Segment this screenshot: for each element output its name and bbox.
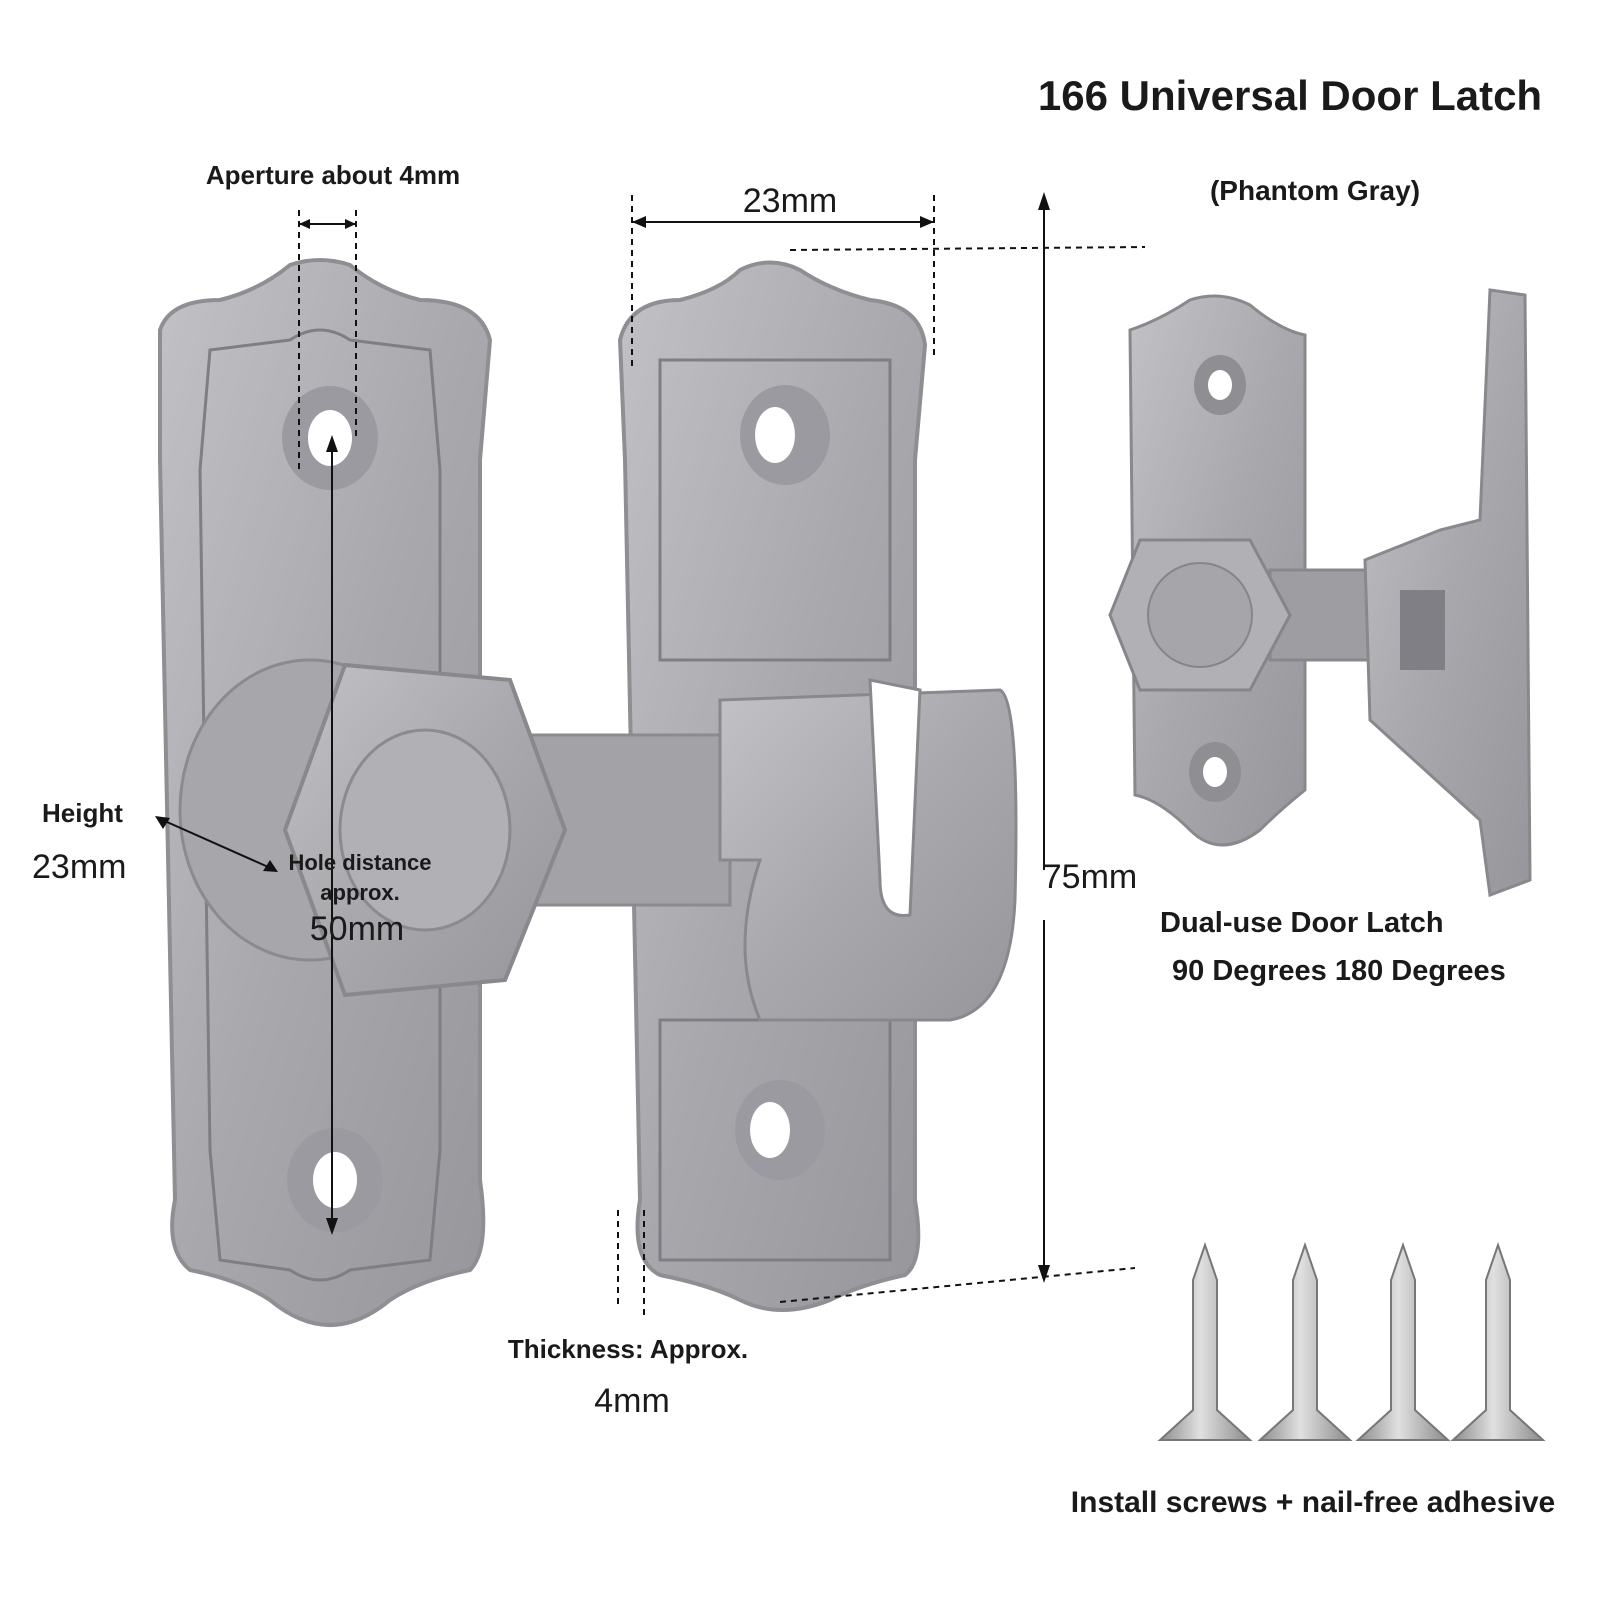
dimension-lines [157,195,1146,1320]
product-title: 166 Universal Door Latch [1038,72,1542,119]
hole-distance-approx: approx. [320,880,399,905]
latch-bar [518,678,1018,1022]
hole-distance-value: 50mm [310,910,404,948]
thickness-label: Thickness: Approx. [508,1334,748,1364]
color-name: (Phantom Gray) [1210,175,1420,206]
screw [1157,1241,1253,1441]
degrees-label: 90 Degrees 180 Degrees [1172,955,1506,987]
hex-knob [178,658,568,998]
screw [1355,1241,1451,1441]
dimension-arrows [155,192,1050,1283]
width-label: 23mm [743,182,837,220]
screw [1450,1241,1546,1441]
hole-distance-label: Hole distance [288,850,431,875]
screws [1157,1241,1546,1441]
side-view-latch [1108,288,1532,898]
thickness-value: 4mm [594,1382,670,1420]
screw [1257,1241,1353,1441]
length-label: 75mm [1043,858,1137,896]
install-label: Install screws + nail-free adhesive [1071,1486,1555,1519]
height-label: Height [42,798,123,828]
dual-use-label: Dual-use Door Latch [1160,907,1444,939]
aperture-label: Aperture about 4mm [206,160,460,190]
height-value: 23mm [32,848,126,886]
